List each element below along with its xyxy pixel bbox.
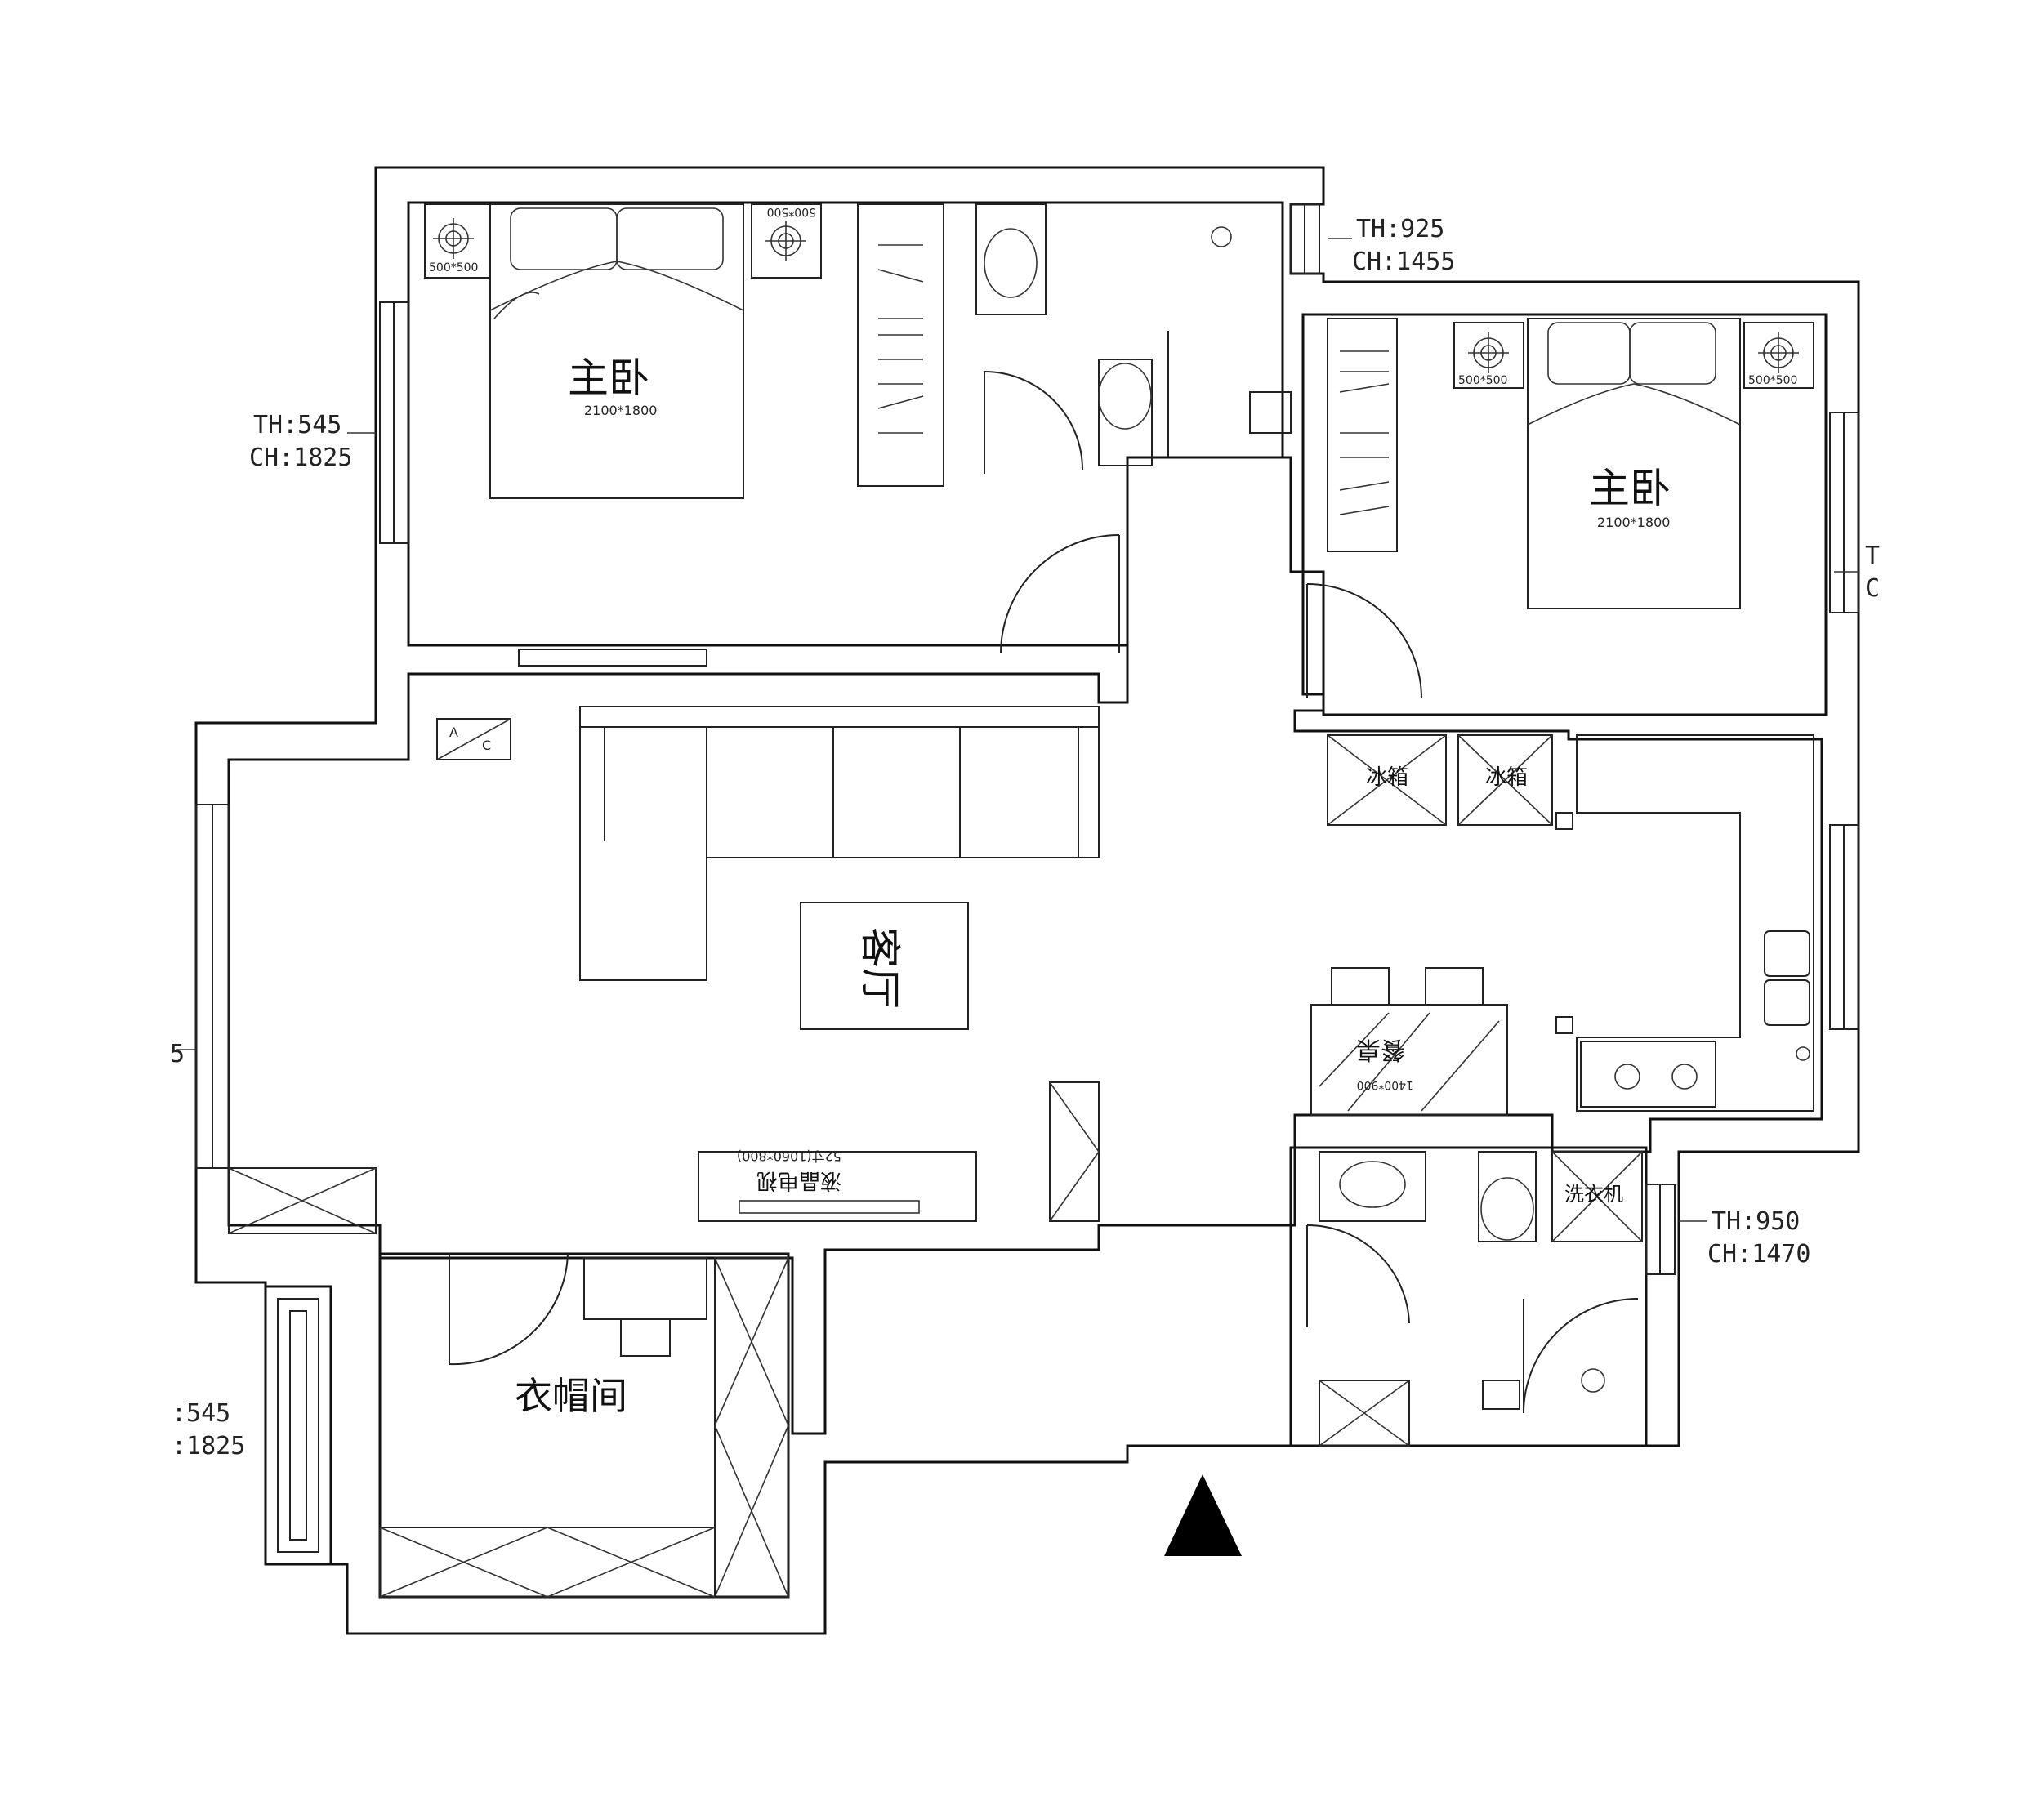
ac-label-a: A [449,725,458,740]
coffee-table [800,902,969,1030]
shoe-cabinet [228,1167,377,1234]
master-bedroom-right [1306,318,1814,699]
room-label-living: 客厅 [856,927,904,1009]
ac-label-c: C [482,738,491,753]
shower-bottom [1581,1368,1605,1393]
windows [195,203,1859,1275]
wardrobe-cloak-bottom [379,1527,716,1598]
window-callouts [176,238,1859,1222]
window-ch-4: :1825 [172,1432,245,1460]
window-ch-2: CH:1455 [1352,247,1455,276]
cloakroom [379,1253,789,1598]
washer [1551,1151,1643,1242]
nightstand-size-3: 500*500 [1458,374,1507,387]
nightstand-size-4: 500*500 [1748,374,1797,387]
tv-size: 52寸(1060*800) [737,1148,841,1164]
washbasin-bottom [1319,1151,1426,1222]
washbasin-top [975,203,1047,315]
window-th-2: TH:925 [1356,215,1444,243]
room-label-master-right: 主卧 [1589,465,1671,512]
sofa [579,706,1100,981]
nightstand-right-1 [1453,322,1524,389]
window-ch-3: CH:1470 [1707,1240,1810,1269]
nightstand-size-1: 500*500 [429,261,478,274]
kitchen [1310,734,1814,1116]
fridge-label-2: 冰箱 [1485,765,1528,790]
window-th-4: :545 [172,1399,230,1428]
air-conditioner [436,718,511,760]
wardrobe-right [1327,318,1398,552]
top-bathroom [975,203,1292,474]
bed-size-right: 2100*1800 [1597,515,1670,530]
nightstand-left-2 [751,203,822,279]
nightstand-size-2: 500*500 [767,205,816,218]
cabinet-living [1049,1081,1100,1222]
toilet-top [1098,359,1153,466]
fridge-label-1: 冰箱 [1366,765,1408,790]
window-ch-5: C [1865,574,1880,603]
tv-cabinet [698,1151,977,1222]
dining-table-label: 餐桌 [1356,1035,1405,1064]
window-th-3: TH:950 [1712,1207,1800,1236]
window-ch-1: CH:1825 [249,444,352,472]
window-th-5: T [1865,542,1880,570]
north-arrow-icon [1164,1474,1242,1556]
shower-head-top [1211,226,1232,247]
dining-table [1310,1004,1508,1116]
room-label-cloakroom: 衣帽间 [515,1374,627,1418]
window-th-6: 5 [170,1040,185,1068]
stove [1580,1041,1716,1108]
living-room [228,706,1100,1234]
dining-table-size: 1400*900 [1357,1078,1413,1091]
bed-right [1527,318,1741,609]
window-th-1: TH:545 [253,411,341,439]
bathroom-bottom [1306,1151,1643,1447]
sink-1 [1764,930,1810,977]
tv-label: 液晶电视 [756,1168,841,1193]
fridge-2 [1457,734,1553,826]
master-bedroom-left [424,203,944,667]
nightstand-right-2 [1743,322,1814,389]
bed-size-left: 2100*1800 [584,403,657,418]
bedroom-left-door [1000,534,1120,654]
wardrobe-left [857,203,944,487]
exterior-walls [194,166,1860,1635]
toilet-bottom [1478,1151,1537,1242]
fridge-1 [1327,734,1447,826]
bed-left [489,203,744,499]
sink-2 [1764,979,1810,1026]
washer-label: 洗衣机 [1564,1183,1623,1206]
room-label-master-left: 主卧 [568,355,649,402]
wardrobe-cloak-side [714,1257,789,1598]
